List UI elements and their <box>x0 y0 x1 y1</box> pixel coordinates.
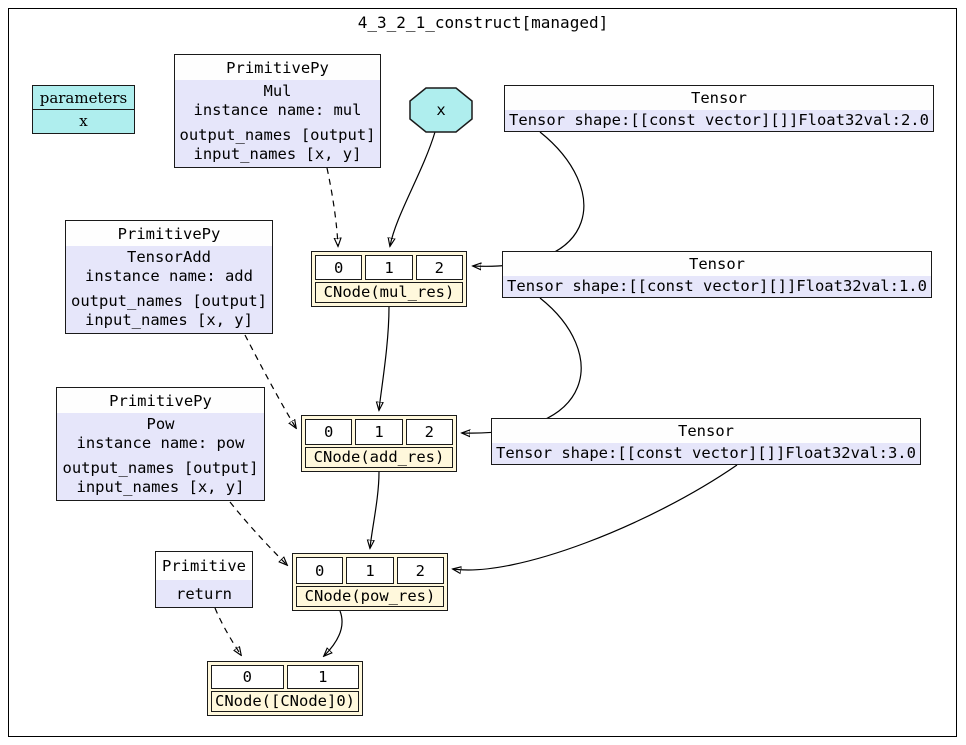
input-x-label: x <box>436 101 446 119</box>
node-cnode-mul-res: 0 1 2 CNode(mul_res) <box>311 251 467 307</box>
tensor-3.0-value: Tensor shape:[[const vector][]]Float32va… <box>496 444 916 462</box>
node-parameters: parameters x <box>32 85 135 134</box>
prim-mul-name: Mul <box>263 82 292 100</box>
cnode-output-port-0: 0 <box>211 665 284 689</box>
node-cnode-output: 0 1 CNode([CNode]0) <box>207 661 363 716</box>
prim-pow-name: Pow <box>146 415 175 433</box>
node-tensor-1.0: Tensor Tensor shape:[[const vector][]]Fl… <box>502 251 932 298</box>
cnode-add-res-port-1: 1 <box>355 419 403 445</box>
cnode-mul-res-label: CNode(mul_res) <box>315 282 463 303</box>
tensor-2.0-value: Tensor shape:[[const vector][]]Float32va… <box>509 111 929 129</box>
parameters-title: parameters <box>33 86 134 110</box>
cnode-mul-res-port-0: 0 <box>315 255 363 280</box>
prim-tensoradd-outputs: output_names [output] <box>71 292 267 310</box>
node-prim-tensoradd: PrimitivePy TensorAdd instance name: add… <box>65 220 273 334</box>
node-tensor-2.0: Tensor Tensor shape:[[const vector][]]Fl… <box>504 85 934 132</box>
cnode-output-label: CNode([CNode]0) <box>211 691 359 712</box>
cnode-add-res-ports: 0 1 2 <box>305 419 453 445</box>
prim-tensoradd-instance: instance name: add <box>85 267 253 285</box>
prim-pow-instance: instance name: pow <box>76 434 245 452</box>
cnode-add-res-port-0: 0 <box>305 419 353 445</box>
prim-pow-inputs: input_names [x, y] <box>76 478 245 496</box>
cnode-mul-res-port-1: 1 <box>365 255 413 280</box>
cnode-pow-res-ports: 0 1 2 <box>296 557 444 584</box>
cnode-mul-res-port-2: 2 <box>415 255 463 280</box>
prim-return-header: Primitive <box>156 552 252 580</box>
graph-title: 4_3_2_1_construct[managed] <box>357 13 609 32</box>
node-tensor-3.0: Tensor Tensor shape:[[const vector][]]Fl… <box>491 418 921 465</box>
node-input-x: x <box>409 87 473 133</box>
cnode-pow-res-label: CNode(pow_res) <box>296 586 444 607</box>
cnode-pow-res-port-1: 1 <box>346 557 394 584</box>
node-prim-return: Primitive return <box>155 551 253 608</box>
tensor-3.0-header: Tensor <box>492 419 920 443</box>
prim-mul-instance: instance name: mul <box>193 101 362 119</box>
cnode-output-port-1: 1 <box>286 665 359 689</box>
graph-frame <box>8 8 957 737</box>
octagon-shape <box>409 87 473 133</box>
node-cnode-add-res: 0 1 2 CNode(add_res) <box>301 415 457 472</box>
node-prim-mul: PrimitivePy Mul instance name: mul outpu… <box>174 54 381 168</box>
node-cnode-pow-res: 0 1 2 CNode(pow_res) <box>292 553 448 611</box>
cnode-add-res-label: CNode(add_res) <box>305 447 453 468</box>
prim-mul-inputs: input_names [x, y] <box>193 145 362 163</box>
tensor-1.0-header: Tensor <box>503 252 931 276</box>
prim-mul-header: PrimitivePy <box>175 55 380 80</box>
prim-tensoradd-name: TensorAdd <box>127 248 211 266</box>
tensor-2.0-header: Tensor <box>505 86 933 110</box>
cnode-pow-res-port-2: 2 <box>396 557 444 584</box>
prim-pow-outputs: output_names [output] <box>62 459 259 477</box>
node-prim-pow: PrimitivePy Pow instance name: pow outpu… <box>56 387 265 501</box>
prim-pow-header: PrimitivePy <box>57 388 264 413</box>
cnode-add-res-port-2: 2 <box>405 419 453 445</box>
prim-tensoradd-header: PrimitivePy <box>66 221 272 246</box>
prim-mul-outputs: output_names [output] <box>179 126 376 144</box>
prim-return-name: return <box>176 585 232 603</box>
prim-tensoradd-inputs: input_names [x, y] <box>85 311 253 329</box>
parameter-x-item: x <box>79 112 88 130</box>
cnode-output-ports: 0 1 <box>211 665 359 689</box>
tensor-1.0-value: Tensor shape:[[const vector][]]Float32va… <box>507 277 927 295</box>
cnode-mul-res-ports: 0 1 2 <box>315 255 463 280</box>
cnode-pow-res-port-0: 0 <box>296 557 344 584</box>
